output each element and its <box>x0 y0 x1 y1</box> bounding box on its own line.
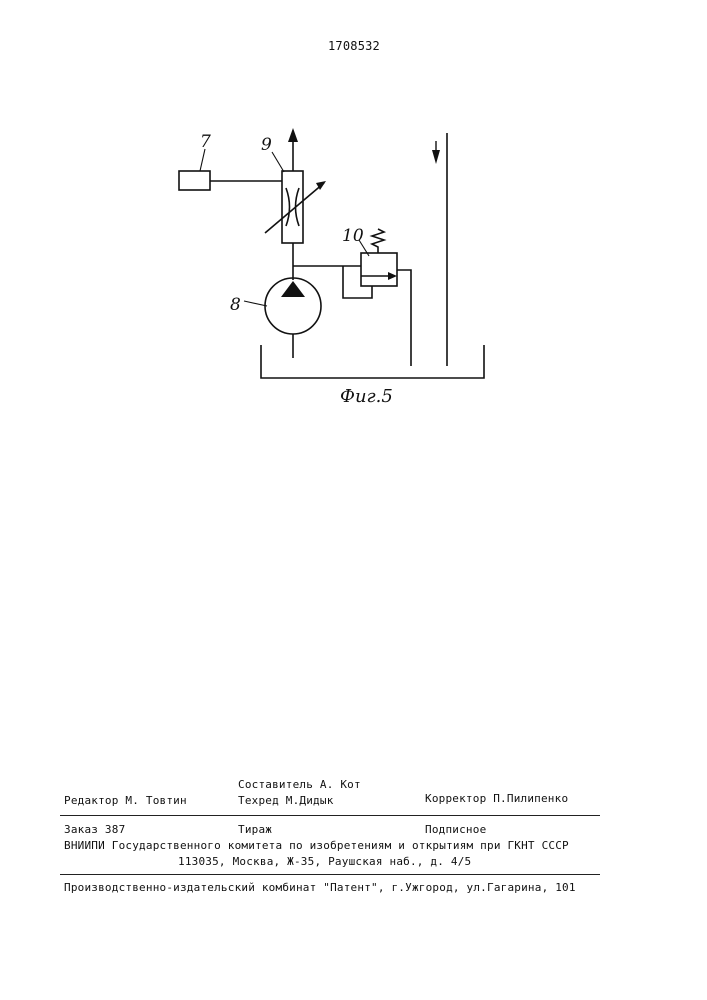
label-7: 7 <box>200 132 211 152</box>
subscription-line: Подписное <box>425 823 486 836</box>
address-line: 113035, Москва, Ж-35, Раушская наб., д. … <box>178 855 471 868</box>
valve-spring <box>372 229 384 253</box>
leader-8 <box>244 301 267 306</box>
leader-9 <box>272 152 284 172</box>
label-10: 10 <box>342 226 364 246</box>
divider-top <box>60 815 600 816</box>
unit-7-box <box>179 171 210 190</box>
order-line: Заказ 387 <box>64 823 125 836</box>
valve-10-box <box>361 253 397 286</box>
circulation-line: Тираж <box>238 823 272 836</box>
figure-caption: Фиг.5 <box>340 386 393 407</box>
pilot-line <box>343 266 372 298</box>
label-9: 9 <box>261 135 272 155</box>
patent-number: 1708532 <box>328 39 380 53</box>
tank <box>261 345 484 378</box>
throttle-9-box <box>282 171 303 243</box>
pump-triangle <box>281 281 305 297</box>
valve-arrowhead <box>388 272 397 280</box>
plant-line: Производственно-издательский комбинат "П… <box>64 881 576 894</box>
editor-line: Редактор М. Товтин <box>64 794 187 807</box>
divider-bottom <box>60 874 600 875</box>
outlet-arrowhead <box>288 128 298 142</box>
label-8: 8 <box>230 295 241 315</box>
corrector-line: Корректор П.Пилипенко <box>425 792 568 805</box>
vniipi-line: ВНИИПИ Государственного комитета по изоб… <box>64 839 569 852</box>
leader-7 <box>200 149 205 171</box>
techred-line: Техред М.Дидык <box>238 794 334 807</box>
hydraulic-diagram: 7 9 10 8 Фиг.5 <box>0 100 707 520</box>
compiler-line: Составитель А. Кот <box>238 778 361 791</box>
adjustable-arrow-line <box>265 183 324 233</box>
drain-line <box>397 270 411 366</box>
throttle-symbol <box>286 188 299 226</box>
